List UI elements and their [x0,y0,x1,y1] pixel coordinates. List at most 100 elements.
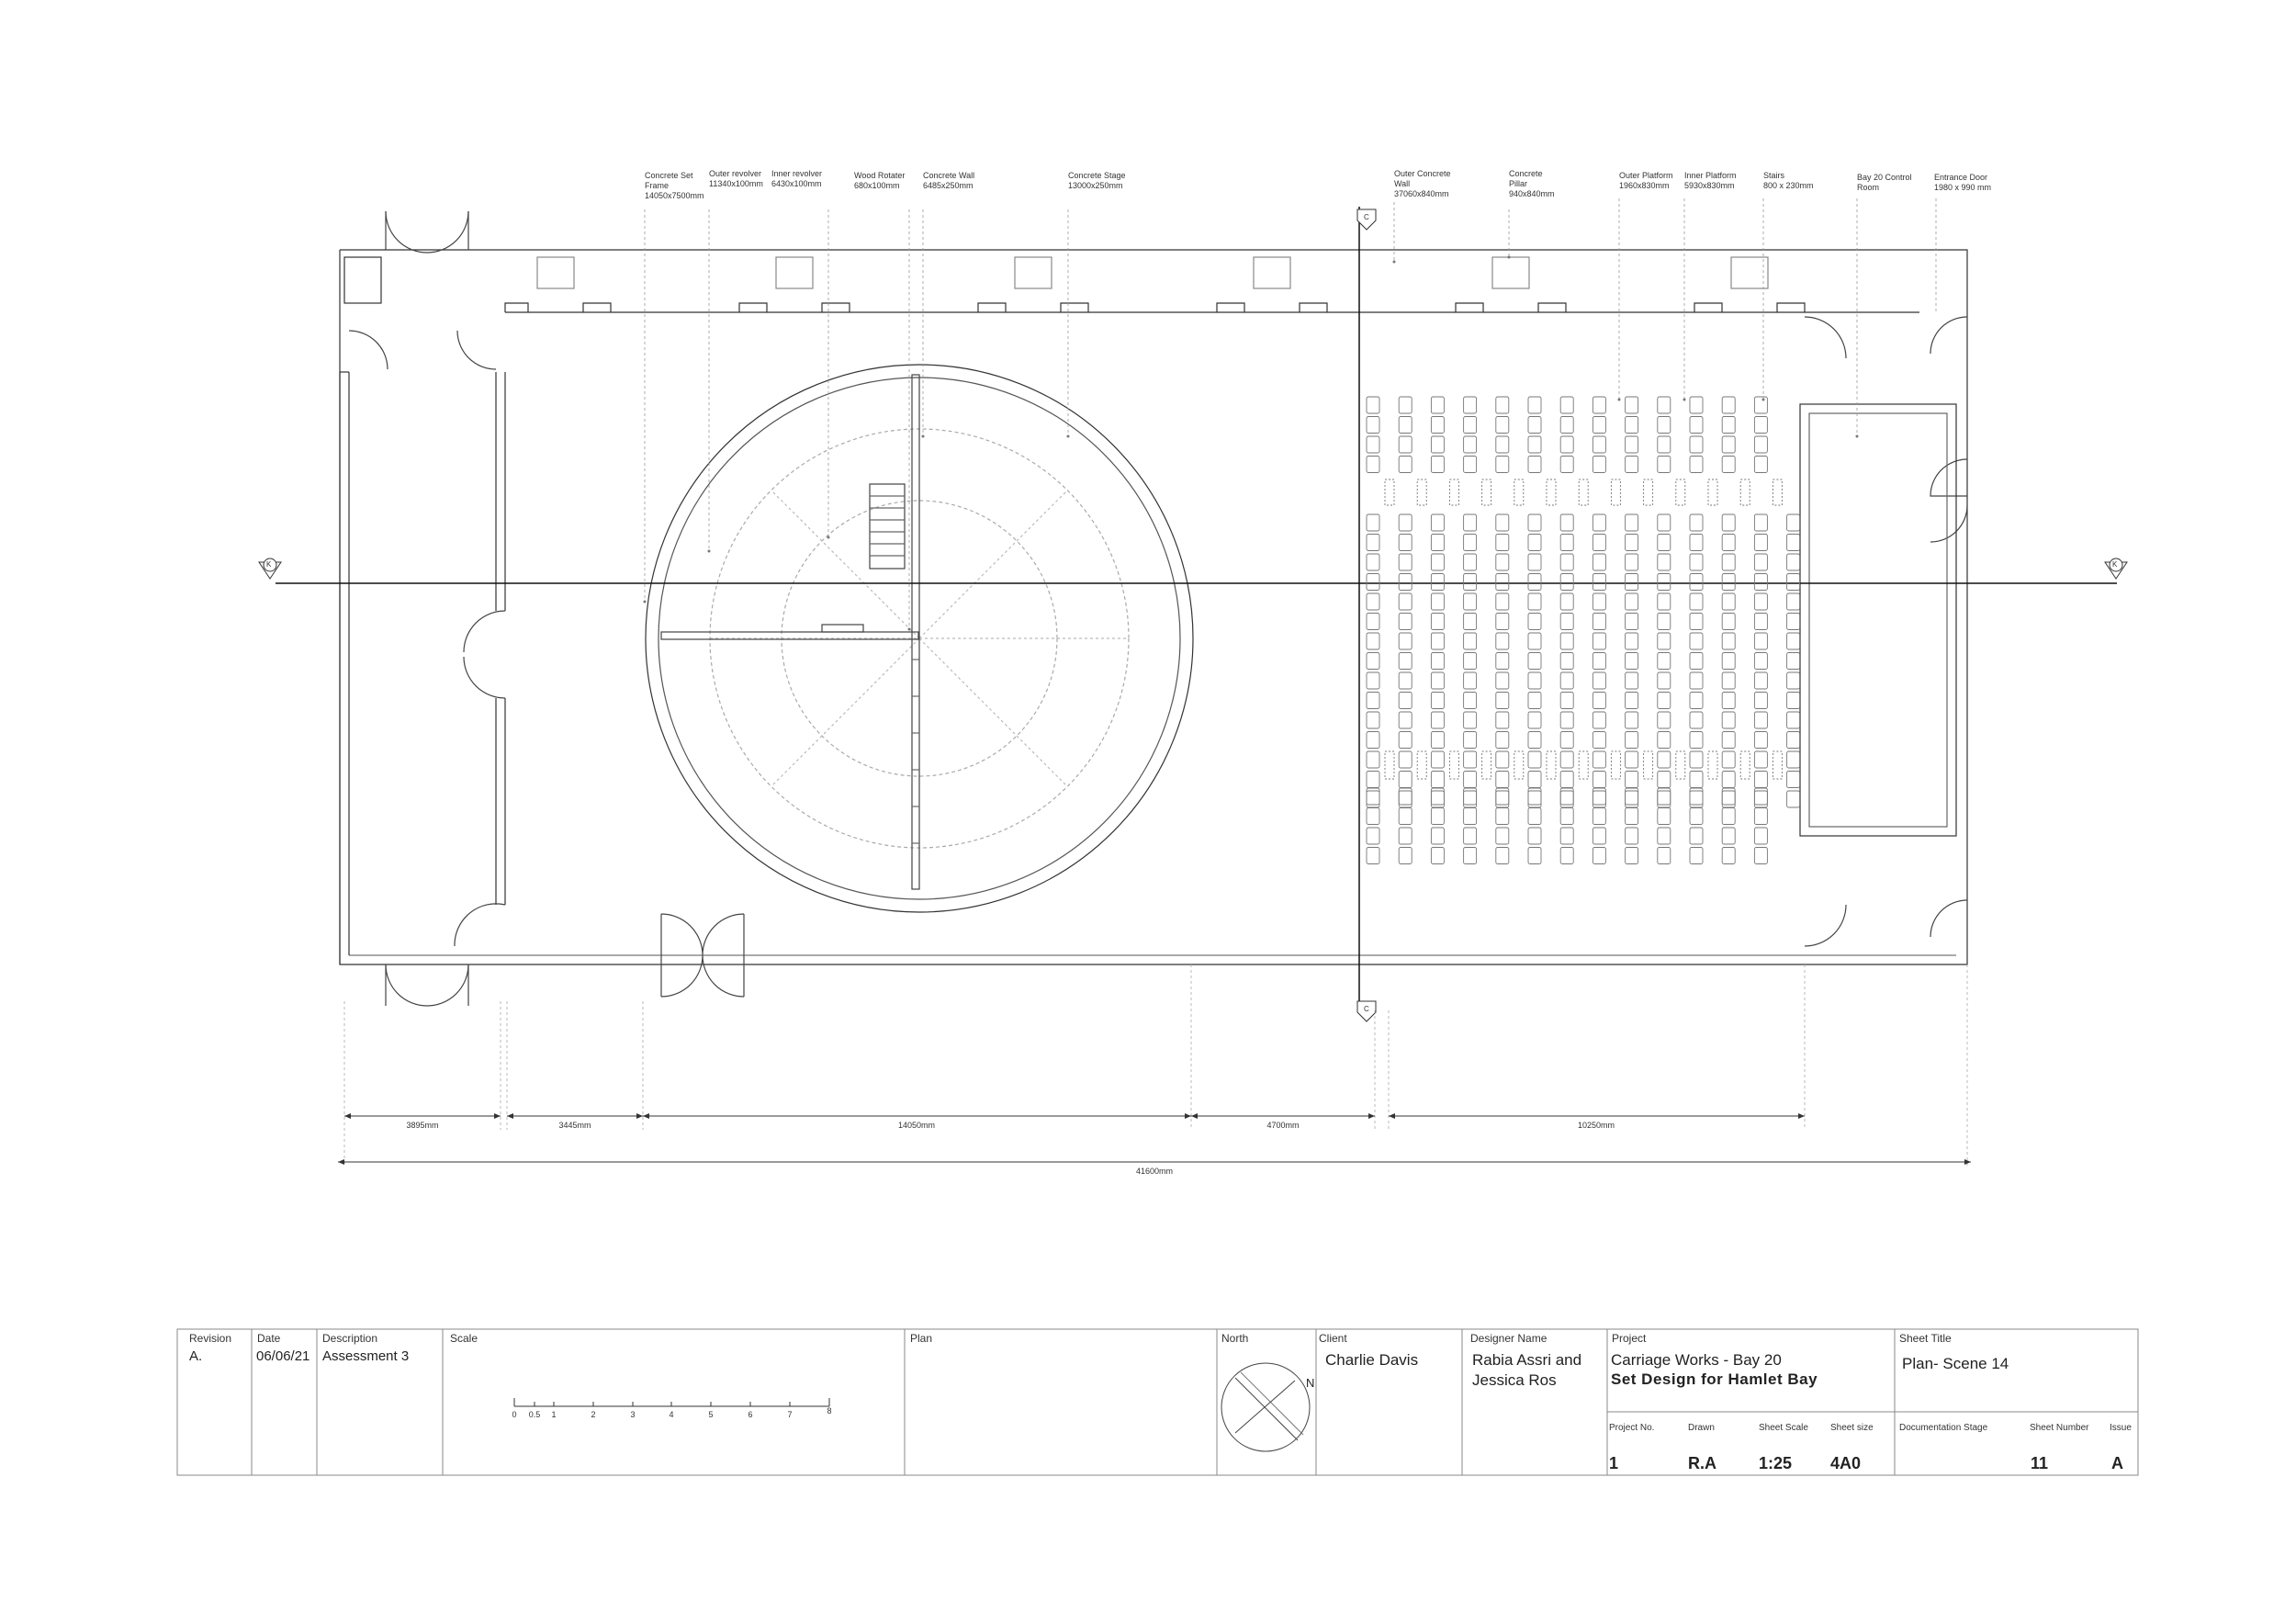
seat [1721,456,1736,473]
dimension-1: 3895mm [406,1121,439,1130]
seat [1398,534,1412,551]
platform-step [1481,750,1492,780]
plan-label: Plan [910,1332,933,1345]
dimension-2: 3445mm [558,1121,591,1130]
seat [1559,416,1574,434]
seat [1689,435,1704,454]
seat [1430,435,1445,454]
seat [1495,711,1510,729]
platform-step [1739,479,1750,506]
seat [1721,652,1736,670]
date-label: Date [257,1332,281,1345]
seat [1721,573,1736,591]
client-value: Charlie Davis [1325,1351,1419,1369]
seat [1430,416,1445,434]
seat [1657,692,1671,709]
platform-step [1675,750,1686,780]
seat [1463,513,1478,532]
seat [1559,573,1574,591]
seat [1366,827,1380,845]
seat [1366,771,1380,788]
pillar-5 [1491,256,1530,289]
seat [1592,671,1606,690]
label-outer-revolver: Outer revolver 11340x100mm [709,169,763,188]
corner-pillar-left [343,256,382,304]
seat [1527,671,1542,690]
seat [1559,396,1574,414]
seat [1366,632,1380,650]
seat [1559,632,1574,650]
seat [1721,553,1736,571]
platform-step [1643,750,1654,780]
seat [1463,671,1478,690]
seat [1366,671,1380,690]
seat [1366,573,1380,591]
seat [1753,456,1768,473]
platform-step [1772,750,1783,780]
seat [1657,750,1671,769]
seat [1721,771,1736,788]
seat [1689,652,1704,670]
seat [1753,692,1768,709]
seat [1495,692,1510,709]
seat [1753,847,1768,864]
seat [1527,827,1542,845]
issue-value: A [2111,1454,2123,1472]
seat [1625,671,1639,690]
scale-tick-6: 6 [748,1410,753,1419]
seat [1689,692,1704,709]
description-value: Assessment 3 [322,1348,410,1364]
seat [1430,456,1445,473]
seat [1495,553,1510,571]
seat [1559,456,1574,473]
seat [1786,534,1801,551]
designer-label: Designer Name [1470,1332,1548,1345]
seat [1559,513,1574,532]
label-wood-rotater: Wood Rotater 680x100mm [854,171,906,190]
seat [1559,711,1574,729]
seat [1527,652,1542,670]
seat [1592,435,1606,454]
seat [1721,807,1736,825]
seat [1430,787,1445,806]
seat [1689,396,1704,414]
seat [1689,534,1704,551]
seat [1721,592,1736,611]
seat [1430,827,1445,845]
drawn-label: Drawn [1688,1423,1715,1433]
seat [1366,592,1380,611]
seat [1495,847,1510,864]
seat [1592,592,1606,611]
seat [1657,847,1671,864]
seat [1398,711,1412,729]
seat [1463,771,1478,788]
project-no-value: 1 [1609,1454,1619,1472]
seat [1689,553,1704,571]
label-concrete-wall: Concrete Wall 6485x250mm [923,171,975,190]
seat [1366,731,1380,749]
seat [1495,771,1510,788]
elevation-letter-top: C [1364,213,1369,221]
seat [1689,456,1704,473]
seat [1366,652,1380,670]
seat [1786,750,1801,769]
seat [1463,416,1478,434]
seat [1689,592,1704,611]
seat [1592,787,1606,806]
platform-step [1643,479,1654,506]
seat [1657,456,1671,473]
seat [1625,711,1639,729]
seat [1398,435,1412,454]
seat [1430,847,1445,864]
seat [1753,534,1768,551]
elevation-letter-bottom: C [1364,1005,1369,1013]
scale-tick-0: 0 [512,1410,517,1419]
label-entrance-door: Entrance Door 1980 x 990 mm [1934,173,1992,192]
seat [1592,750,1606,769]
seat [1430,513,1445,532]
seat [1721,534,1736,551]
seat [1592,553,1606,571]
seat [1527,750,1542,769]
seat [1786,513,1801,532]
seat [1721,435,1736,454]
